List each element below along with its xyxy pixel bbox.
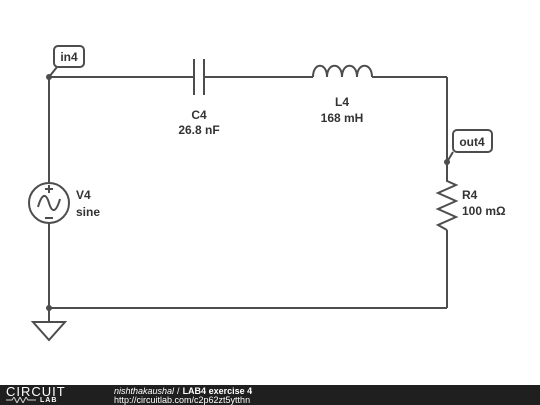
circuitlab-logo-sub: LAB [6, 396, 58, 405]
credit-line: nishthakaushal/LAB4 exercise 4 [114, 386, 252, 396]
circuitlab-logo[interactable]: CIRCUIT [6, 384, 66, 399]
circuit-title[interactable]: LAB4 exercise 4 [182, 386, 253, 396]
capacitor-value: 26.8 nF [178, 123, 219, 137]
footer-bar: CIRCUIT LAB nishthakaushal/LAB4 exercise… [0, 385, 540, 405]
logo-lab-text: LAB [40, 397, 58, 404]
in-label-text: in4 [60, 50, 78, 64]
resistor-logo-icon [6, 396, 36, 405]
inductor-name: L4 [335, 95, 349, 109]
resistor-symbol[interactable] [435, 176, 459, 231]
source-name: V4 [76, 188, 91, 202]
capacitor-name: C4 [191, 108, 207, 122]
source-value: sine [76, 205, 100, 219]
author-name[interactable]: nishthakaushal [114, 386, 175, 396]
resistor-name: R4 [462, 188, 478, 202]
resistor-value: 100 mΩ [462, 204, 506, 218]
circuit-url[interactable]: http://circuitlab.com/c2p62zt5ytthn [114, 395, 251, 405]
node-label-out[interactable]: out4 [446, 129, 493, 163]
node-dot-ground [46, 305, 52, 311]
credit-separator: / [177, 386, 180, 396]
inductor-value: 168 mH [321, 111, 364, 125]
out-label-text: out4 [459, 135, 485, 149]
sine-voltage-source[interactable] [28, 182, 70, 224]
inductor-symbol[interactable] [312, 64, 373, 78]
wires [48, 76, 448, 322]
ground-symbol [30, 321, 68, 342]
schematic-canvas: in4 out4 C4 26.8 nF L4 168 mH R4 100 mΩ … [28, 45, 506, 342]
node-label-in[interactable]: in4 [48, 45, 85, 78]
capacitor-symbol[interactable] [189, 59, 209, 95]
